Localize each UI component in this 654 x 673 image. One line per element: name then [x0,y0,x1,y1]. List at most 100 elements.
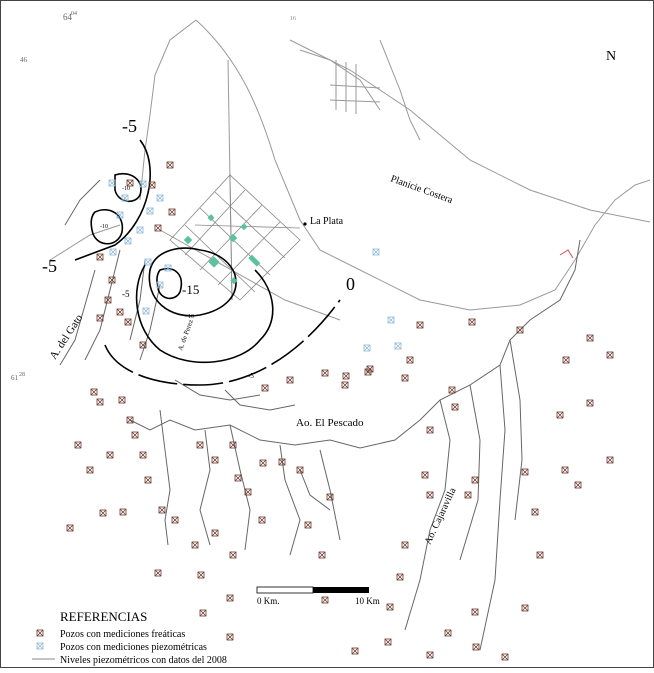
well-marker [471,608,479,616]
well-marker [96,314,104,322]
contour-label-mid: -5 [122,289,130,299]
well-marker [139,341,147,349]
well-marker [401,541,409,549]
grid-label-top-left-sup: 04 [71,11,77,17]
well-marker [116,211,124,219]
well-marker [119,508,127,516]
well-marker [139,180,147,188]
contour-label-m15: -15 [182,282,199,297]
well-marker [109,248,117,256]
well-marker [426,426,434,434]
well-marker [561,466,569,474]
well-marker [421,471,429,479]
well-marker [351,647,359,655]
well-marker [401,374,409,382]
well-marker [136,226,144,234]
well-marker [96,253,104,261]
well-marker [363,344,371,352]
well-marker [156,281,164,289]
well-marker [387,316,395,324]
well-marker [74,441,82,449]
well-marker [416,321,424,329]
well-marker [171,516,179,524]
well-marker [154,224,162,232]
legend-item-freatica: Pozos con mediciones freáticas [60,629,185,640]
well-marker [258,516,266,524]
well-marker [244,488,252,496]
grid-label-left-upper: 46 [20,56,28,64]
well-marker [531,508,539,516]
well-marker [86,466,94,474]
well-marker [139,451,147,459]
label-ao-el-pescado: Ao. El Pescado [296,417,364,429]
well-marker [118,396,126,404]
well-marker [562,356,570,364]
well-marker [199,609,207,617]
well-marker [126,416,134,424]
well-marker [321,369,329,377]
legend-item-piezometrica: Pozos con mediciones piezométricas [60,642,207,653]
well-marker [108,276,116,284]
well-marker [211,529,219,537]
well-marker [468,318,476,326]
scale-bar: 0 Km. 10 Km [256,586,380,606]
well-marker [341,381,349,389]
scale-end-label: 10 Km [355,596,380,606]
well-marker [158,506,166,514]
scale-start-label: 0 Km. [257,596,280,606]
label-la-plata: La Plata [310,216,344,227]
well-marker [586,334,594,342]
well-marker [521,468,529,476]
grid-label-left-lower-sup: 28 [19,372,25,378]
well-marker [318,551,326,559]
well-marker [168,208,176,216]
well-marker [342,372,350,380]
well-marker [229,441,237,449]
well-marker [116,308,124,316]
well-marker [501,653,509,661]
well-marker [144,258,152,266]
well-marker [259,459,267,467]
well-marker [286,376,294,384]
well-marker [464,491,472,499]
well-marker [154,569,162,577]
well-marker [396,573,404,581]
la-plata-marker [303,222,307,226]
well-marker [148,181,156,189]
well-marker [124,318,132,326]
well-marker [106,451,114,459]
well-markers [66,161,614,661]
well-marker [394,342,402,350]
contour-label-left: -5 [42,256,57,276]
well-marker [211,456,219,464]
well-marker [451,403,459,411]
well-marker [234,474,242,482]
well-marker [196,441,204,449]
well-marker [556,411,564,419]
well-marker [516,326,524,334]
contour-label-zero: 0 [346,274,355,294]
well-marker [226,594,234,602]
river-network [59,179,581,651]
well-marker [108,179,116,187]
well-marker [574,481,582,489]
well-marker [471,476,479,484]
contour-label-m10-c: -10 [186,314,194,320]
contour-label-m10-a: -10 [122,186,130,192]
well-marker [384,638,392,646]
well-marker [321,596,329,604]
well-marker [536,551,544,559]
well-marker [96,398,104,406]
well-marker [406,356,414,364]
contour-label-m10-b: -10 [100,224,108,230]
well-marker [99,509,107,517]
well-marker [191,541,199,549]
well-marker [126,179,134,187]
well-marker [197,571,205,579]
well-marker [426,491,434,499]
well-marker [146,207,154,215]
well-marker [124,237,132,245]
